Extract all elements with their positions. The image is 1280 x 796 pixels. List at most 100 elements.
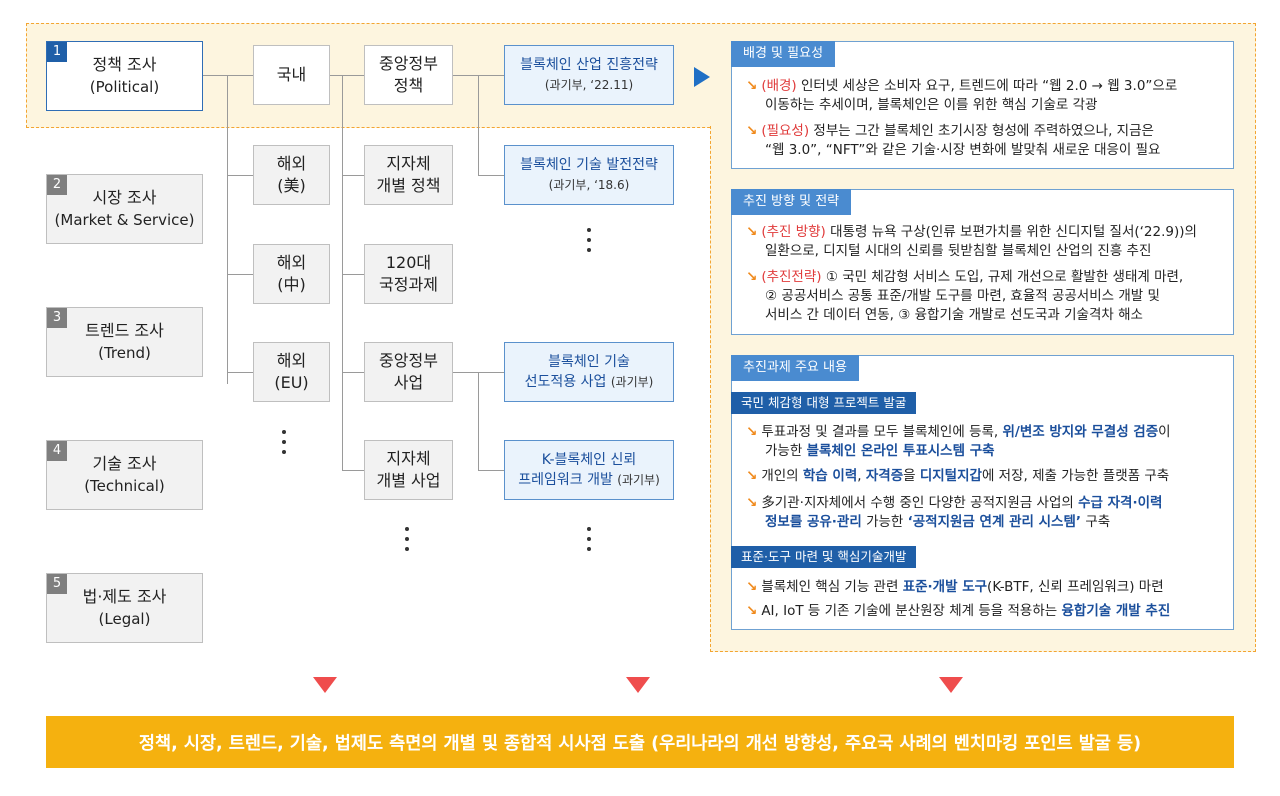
bullet-text: 이동하는 추세이며, 블록체인은 이를 위한 핵심 기술로 각광	[765, 97, 1098, 113]
bullet-text: 가능한	[861, 514, 908, 530]
bullet-text: ① 국민 체감형 서비스 도입, 규제 개선으로 활발한 생태계 마련,	[821, 269, 1184, 285]
bullet-highlight: 표준·개발 도구	[902, 579, 988, 595]
leaf-trust-framework[interactable]: K-블록체인 신뢰 프레임워크 개발 (과기부)	[504, 440, 674, 500]
panel-tasks: 추진과제 주요 내용 국민 체감형 대형 프로젝트 발굴 ↘투표과정 및 결과를…	[731, 355, 1234, 630]
leaf-title-2-text: 선도적용 사업	[524, 374, 607, 390]
connector	[478, 470, 504, 471]
connector	[203, 75, 253, 76]
bullet-text: 블록체인 핵심 기능 관련	[761, 579, 903, 595]
category-legal[interactable]: 5 법·제도 조사 (Legal)	[46, 573, 203, 643]
bullet-text: AI, IoT 등 기존 기술에 분산원장 체계 등을 적용하는	[761, 603, 1062, 619]
category-title: 시장 조사	[92, 188, 157, 207]
connector	[227, 274, 253, 275]
panel-tag: 배경 및 필요성	[731, 41, 836, 67]
bullet-key: (추진전략)	[761, 269, 822, 285]
bullet-text: 투표과정 및 결과를 모두 블록체인에 등록,	[761, 424, 1003, 440]
leaf-title: K-블록체인 신뢰	[541, 452, 637, 468]
sub-tag-projects: 국민 체감형 대형 프로젝트 발굴	[731, 392, 917, 414]
leaf-sub: (과기부)	[617, 473, 660, 487]
down-arrow-icon	[313, 677, 337, 693]
bullet-key: (배경)	[761, 78, 797, 94]
bullet-text: 대통령 뉴욕 구상(인류 보편가치를 위한 신디지털 질서(‘22.9))의	[825, 224, 1197, 240]
panel-tag: 추진 방향 및 전략	[731, 189, 852, 215]
bullet-highlight: 자격증	[865, 468, 904, 484]
sub-tag-standards: 표준·도구 마련 및 핵심기술개발	[731, 546, 917, 568]
category-market[interactable]: 2 시장 조사 (Market & Service)	[46, 174, 203, 244]
category-title: 법·제도 조사	[82, 587, 167, 606]
bullet-arrow-icon: ↘	[746, 495, 758, 511]
bullet-text: (K-BTF, 신뢰 프레임워크) 마련	[987, 579, 1164, 595]
bullet-arrow-icon: ↘	[746, 224, 758, 240]
more-dots	[405, 527, 411, 557]
node-central-project[interactable]: 중앙정부 사업	[364, 342, 453, 402]
category-number: 3	[47, 308, 67, 328]
category-subtitle: (Legal)	[98, 610, 151, 628]
bullet-highlight: 정보를 공유·관리	[765, 514, 862, 530]
bullet-subsidy: ↘多기관·지자체에서 수행 중인 다양한 공적지원금 사업의 수급 자격·이력 …	[746, 494, 1162, 532]
more-dots	[587, 228, 593, 258]
leaf-title-2: 선도적용 사업 (과기부)	[525, 372, 654, 392]
bullet-text: 정부는 그간 블록체인 초기시장 형성에 주력하였으나, 지금은	[809, 123, 1154, 139]
leaf-sub: (과기부)	[610, 375, 654, 389]
leaf-industry-strategy[interactable]: 블록체인 산업 진흥전략 (과기부, ‘22.11)	[504, 45, 674, 105]
conclusion-banner: 정책, 시장, 트렌드, 기술, 법제도 측면의 개별 및 종합적 시사점 도출…	[46, 716, 1234, 768]
category-political[interactable]: 1 정책 조사 (Political)	[46, 41, 203, 111]
play-arrow-icon	[694, 67, 710, 87]
category-number: 2	[47, 175, 67, 195]
category-title: 트렌드 조사	[85, 321, 164, 340]
category-title: 기술 조사	[92, 454, 157, 473]
connector	[342, 175, 364, 176]
panel-strategy: 추진 방향 및 전략 ↘(추진 방향) 대통령 뉴욕 구상(인류 보편가치를 위…	[731, 189, 1234, 335]
bullet-background: ↘(배경) 인터넷 세상은 소비자 요구, 트렌드에 따라 “웹 2.0 → 웹…	[746, 77, 1177, 115]
leaf-tech-strategy[interactable]: 블록체인 기술 발전전략 (과기부, ‘18.6)	[504, 145, 674, 205]
leaf-title: 블록체인 기술	[548, 354, 630, 370]
region-domestic[interactable]: 국내	[253, 45, 330, 105]
leaf-title-2-text: 프레임워크 개발	[518, 472, 613, 488]
node-central-policy[interactable]: 중앙정부 정책	[364, 45, 453, 105]
bullet-voting: ↘투표과정 및 결과를 모두 블록체인에 등록, 위/변조 방지와 무결성 검증…	[746, 423, 1171, 461]
bullet-highlight: 위/변조 방지와 무결성 검증	[1002, 424, 1159, 440]
bullet-arrow-icon: ↘	[746, 123, 758, 139]
leaf-title: 블록체인 산업 진흥전략	[520, 57, 658, 73]
bullet-arrow-icon: ↘	[746, 603, 758, 619]
leaf-title: 블록체인 기술 발전전략	[520, 157, 658, 173]
bullet-convergence: ↘AI, IoT 등 기존 기술에 분산원장 체계 등을 적용하는 융합기술 개…	[746, 602, 1170, 621]
more-dots	[587, 527, 593, 557]
category-technical[interactable]: 4 기술 조사 (Technical)	[46, 440, 203, 510]
node-national-tasks[interactable]: 120대 국정과제	[364, 244, 453, 304]
bullet-text: 서비스 간 데이터 연동, ③ 융합기술 개발로 선도국과 기술격차 해소	[765, 307, 1143, 323]
node-local-policy[interactable]: 지자체 개별 정책	[364, 145, 453, 205]
category-title: 정책 조사	[92, 55, 157, 74]
down-arrow-icon	[939, 677, 963, 693]
connector	[227, 175, 253, 176]
bullet-text: 구축	[1081, 514, 1111, 530]
connector	[342, 372, 364, 373]
node-local-project[interactable]: 지자체 개별 사업	[364, 440, 453, 500]
region-us[interactable]: 해외 (美)	[253, 145, 330, 205]
bullet-text: 에 저장, 제출 가능한 플랫폼 구축	[981, 468, 1170, 484]
bullet-text: 개인의	[761, 468, 803, 484]
bullet-text: 多기관·지자체에서 수행 중인 다양한 공적지원금 사업의	[761, 495, 1079, 511]
panel-tag: 추진과제 주요 내용	[731, 355, 859, 381]
region-china[interactable]: 해외 (中)	[253, 244, 330, 304]
leaf-pilot-project[interactable]: 블록체인 기술 선도적용 사업 (과기부)	[504, 342, 674, 402]
bullet-highlight: 융합기술 개발 추진	[1061, 603, 1171, 619]
category-number: 4	[47, 441, 67, 461]
bullet-arrow-icon: ↘	[746, 579, 758, 595]
bullet-arrow-icon: ↘	[746, 424, 758, 440]
bullet-text: 가능한	[765, 443, 807, 459]
down-arrow-icon	[626, 677, 650, 693]
bullet-text: “웹 3.0”, “NFT”와 같은 기술·시장 변화에 발맞춰 새로운 대응이…	[765, 142, 1161, 158]
connector	[342, 274, 364, 275]
region-eu[interactable]: 해외 (EU)	[253, 342, 330, 402]
bullet-arrow-icon: ↘	[746, 78, 758, 94]
bullet-text: 을	[903, 468, 920, 484]
bullet-arrow-icon: ↘	[746, 468, 758, 484]
bullet-direction: ↘(추진 방향) 대통령 뉴욕 구상(인류 보편가치를 위한 신디지털 질서(‘…	[746, 223, 1197, 261]
category-trend[interactable]: 3 트렌드 조사 (Trend)	[46, 307, 203, 377]
bullet-highlight: 학습 이력	[802, 468, 858, 484]
connector	[227, 75, 228, 384]
category-subtitle: (Market & Service)	[54, 211, 195, 229]
bullet-arrow-icon: ↘	[746, 269, 758, 285]
bullet-strategy: ↘(추진전략) ① 국민 체감형 서비스 도입, 규제 개선으로 활발한 생태계…	[746, 268, 1183, 325]
